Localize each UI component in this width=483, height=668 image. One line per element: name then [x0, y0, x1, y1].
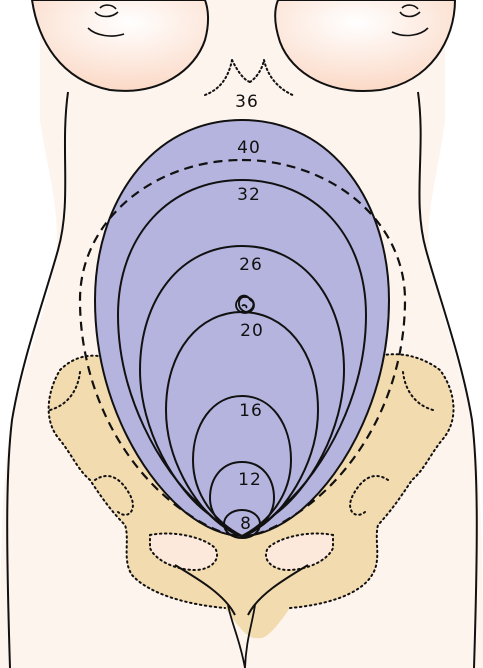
right-inner-ilium-dotted [349, 475, 389, 516]
left-nipple-icon [87, 4, 125, 37]
label-40-weeks: 40 [237, 138, 261, 158]
left-obturator-dotted [149, 532, 218, 572]
label-26-weeks: 26 [239, 255, 263, 275]
label-16-weeks: 16 [239, 401, 263, 421]
pubic-outline [227, 604, 256, 668]
xiphoid-dotted-marks [204, 59, 296, 97]
left-inner-ilium-dotted [94, 475, 134, 516]
label-32-weeks: 32 [237, 185, 261, 205]
groin-lines [174, 564, 309, 616]
right-body-outline [417, 91, 478, 668]
label-12-weeks: 12 [238, 470, 262, 490]
label-20-weeks: 20 [240, 321, 264, 341]
left-iliac-crest-dotted-inner [49, 371, 81, 411]
umbilicus-icon [235, 294, 255, 314]
left-body-outline [6, 91, 69, 668]
uterus-12-weeks [208, 460, 276, 538]
label-36-weeks: 36 [235, 92, 259, 112]
left-ilium-dotted-outline [47, 354, 226, 609]
right-breast [274, 0, 457, 92]
label-8-weeks: 8 [240, 514, 252, 534]
left-breast [30, 0, 209, 92]
right-obturator-dotted [265, 532, 334, 572]
right-nipple-icon [391, 4, 429, 37]
right-iliac-crest-dotted-inner [402, 371, 434, 411]
right-ilium-dotted-outline [289, 353, 455, 609]
uterus-8-weeks [222, 508, 262, 540]
